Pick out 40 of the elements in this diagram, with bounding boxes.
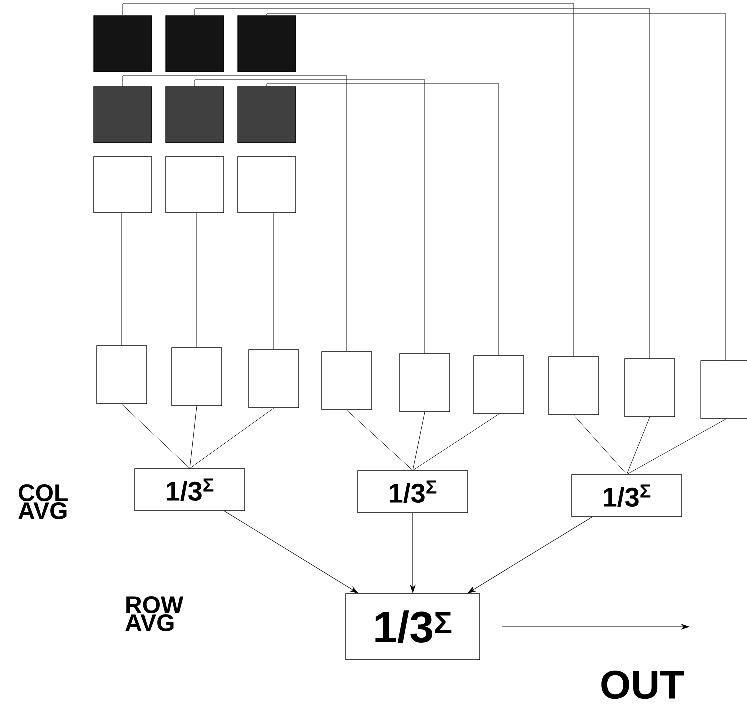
average-box: 1/3$^{Σ}$ xyxy=(572,474,682,518)
square-box xyxy=(474,356,524,414)
pixel-square xyxy=(166,86,224,144)
pixel-square xyxy=(238,86,296,144)
connector-line xyxy=(122,76,348,352)
average-box: 1/3$^{Σ}$ xyxy=(346,594,480,660)
average-box: 1/3$^{Σ}$ xyxy=(134,468,246,512)
square-box xyxy=(166,156,224,214)
connector-line xyxy=(194,8,650,359)
axis-label: ROW AVG xyxy=(126,596,184,632)
average-box: 1/3$^{Σ}$ xyxy=(358,470,468,514)
pixel-square xyxy=(94,86,152,144)
pixel-square xyxy=(166,16,224,72)
connector-line xyxy=(266,84,500,356)
connector-line xyxy=(196,213,198,348)
connector-line xyxy=(346,410,414,471)
square-box xyxy=(400,354,450,412)
square-box xyxy=(238,156,296,214)
connector-line xyxy=(574,415,628,475)
pixel-square xyxy=(238,16,296,72)
connector-line xyxy=(266,14,726,361)
connector-line xyxy=(122,4,574,357)
square-box xyxy=(248,350,300,408)
axis-label: COL AVG xyxy=(18,484,68,520)
connector-line xyxy=(412,414,500,471)
square-box xyxy=(548,356,600,416)
square-box xyxy=(624,358,676,418)
axis-label: OUT xyxy=(602,670,684,700)
square-box xyxy=(96,346,148,404)
connector-line xyxy=(190,406,198,469)
connector-line xyxy=(626,417,650,475)
square-box xyxy=(322,352,372,410)
connector-line xyxy=(190,408,274,469)
connector-line xyxy=(626,419,726,475)
connector-line xyxy=(194,80,426,354)
pixel-square xyxy=(94,16,152,72)
connector-line xyxy=(412,412,426,471)
square-box xyxy=(94,156,152,214)
square-box xyxy=(172,348,222,406)
connector-line xyxy=(122,404,190,469)
